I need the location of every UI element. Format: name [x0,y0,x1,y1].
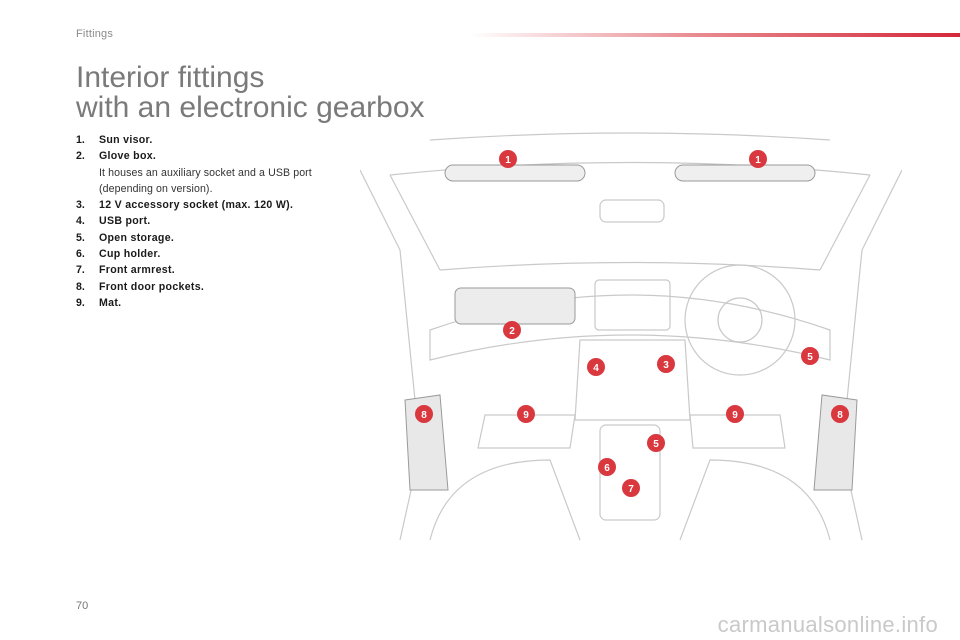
sun-visor-right [674,164,816,182]
list-item-number: 5. [76,231,85,244]
steering-wheel [684,264,796,376]
list-item-number: 7. [76,264,85,277]
callout-3: 3 [657,355,675,373]
list-item: 7. Front armrest. [76,262,346,278]
callout-6: 6 [598,458,616,476]
section-label: Fittings [76,28,114,40]
list-item-note: It houses an auxiliary socket and a USB … [99,166,312,195]
left-seat [429,459,581,541]
list-item-number: 3. [76,199,85,212]
svg-text:8: 8 [421,410,427,421]
rear-view-mirror [599,199,665,223]
list-item-number: 4. [76,215,85,228]
callout-2: 2 [503,321,521,339]
svg-text:8: 8 [837,410,843,421]
svg-text:1: 1 [505,155,511,166]
list-item-label: USB port. [99,215,151,228]
left-mat [477,414,576,449]
list-item-label: Glove box. [99,150,157,163]
watermark: carmanualsonline.info [717,612,938,637]
svg-text:1: 1 [755,155,761,166]
svg-text:7: 7 [628,484,634,495]
page-title-line-1: Interior fittings [76,61,265,94]
sun-visor-left [444,164,586,182]
callout-9-right: 9 [726,405,744,423]
callout-5-right: 5 [801,347,819,365]
svg-text:4: 4 [593,363,599,374]
list-item-label: Front door pockets. [99,280,205,293]
callout-1-left: 1 [499,150,517,168]
right-door-frame [841,169,902,541]
list-item-number: 9. [76,296,85,309]
left-door-pocket [404,394,449,491]
list-item: 2. Glove box. [76,148,346,164]
callout-8-left: 8 [415,405,433,423]
list-item-label: Open storage. [99,231,175,244]
svg-text:5: 5 [653,439,659,450]
list-item-number: 6. [76,248,85,261]
callout-7: 7 [622,479,640,497]
list-item-label: Mat. [99,296,122,309]
windscreen-bottom [439,261,821,271]
fittings-list: 1. Sun visor. 2. Glove box. It houses an a… [76,132,346,311]
page-title: Interior fittings with an electronic gea… [76,63,425,123]
svg-text:9: 9 [732,410,738,421]
page-title-line-2: with an electronic gearbox [76,91,425,124]
list-item-label: Sun visor. [99,134,153,146]
list-item-number: 1. [76,134,85,146]
steering-hub [717,297,763,343]
infotainment-screen [594,279,671,331]
car-interior-illustration: 1 1 2 3 4 5 5 6 7 8 8 9 [360,132,902,541]
right-mat [689,414,786,449]
callout-9-left: 9 [517,405,535,423]
glove-box [454,287,576,325]
left-door-frame [360,169,421,541]
list-item: 4. USB port. [76,213,346,229]
svg-text:5: 5 [807,352,813,363]
list-item-label: Cup holder. [99,248,161,261]
right-seat [679,459,831,541]
svg-text:9: 9 [523,410,529,421]
svg-text:3: 3 [663,360,669,371]
list-item: 8. Front door pockets. [76,279,346,295]
list-item-number: 2. [76,150,85,163]
page-number: 70 [76,600,89,612]
list-item: 5. Open storage. [76,230,346,246]
callout-5-console: 5 [647,434,665,452]
list-item: 1. Sun visor. [76,132,346,148]
list-item-label: 12 V accessory socket (max. 120 W). [99,199,294,212]
svg-text:2: 2 [509,326,515,337]
callout-1-right: 1 [749,150,767,168]
svg-text:6: 6 [604,463,610,474]
callout-4: 4 [587,358,605,376]
roof-line [429,132,831,141]
header-accent-bar [470,33,960,37]
list-item: 9. Mat. [76,295,346,311]
list-item-label: Front armrest. [99,264,176,277]
list-item: 6. Cup holder. [76,246,346,262]
a-pillars [389,174,871,271]
centre-stack [574,339,691,421]
list-item: 3. 12 V accessory socket (max. 120 W). [76,197,346,213]
callout-8-right: 8 [831,405,849,423]
list-item-number: 8. [76,280,85,293]
